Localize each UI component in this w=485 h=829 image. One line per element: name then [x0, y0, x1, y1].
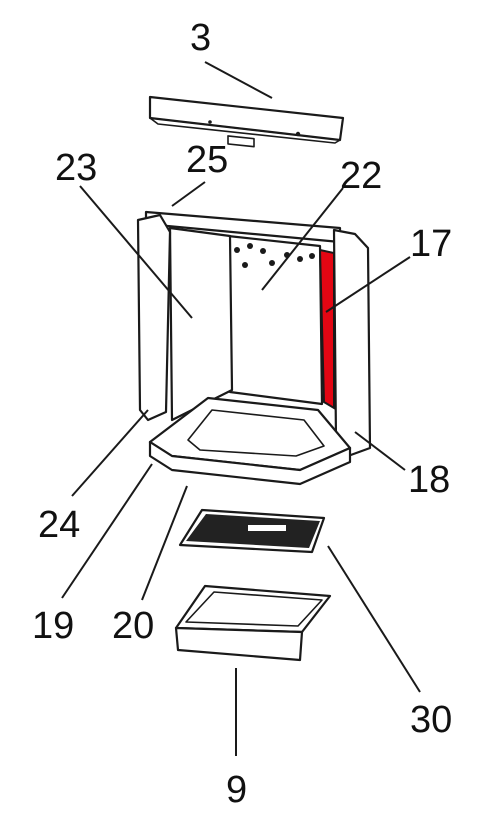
part-9-ash-pan: [174, 584, 332, 662]
callout-22: 22: [340, 155, 382, 197]
callout-30: 30: [410, 699, 452, 741]
part-3-baffle-plate: [148, 95, 345, 148]
part-17-right-brick: [318, 248, 335, 410]
callout-labels: 3 25 23 22 17 18 24 19 20 30 9: [32, 17, 452, 811]
callout-23: 23: [55, 147, 97, 189]
firebox-assembly: [136, 210, 372, 486]
callout-24: 24: [38, 504, 80, 546]
floor-opening: [187, 409, 325, 457]
part-23-left-wall: [168, 226, 234, 422]
callout-19: 19: [32, 605, 74, 647]
callout-25: 25: [186, 139, 228, 181]
part-24-left-column: [136, 213, 172, 422]
leader-lines: [61, 61, 421, 756]
callout-9: 9: [226, 769, 247, 811]
part-30-grate: [178, 508, 326, 554]
back-wall-holes: [234, 243, 315, 268]
part-22-back-wall: [226, 234, 324, 406]
part-19-front-ledge: [148, 440, 352, 486]
callout-3: 3: [190, 17, 211, 59]
callout-17: 17: [410, 223, 452, 265]
callout-20: 20: [112, 605, 154, 647]
part-18-right-column: [332, 228, 372, 458]
callout-18: 18: [408, 459, 450, 501]
